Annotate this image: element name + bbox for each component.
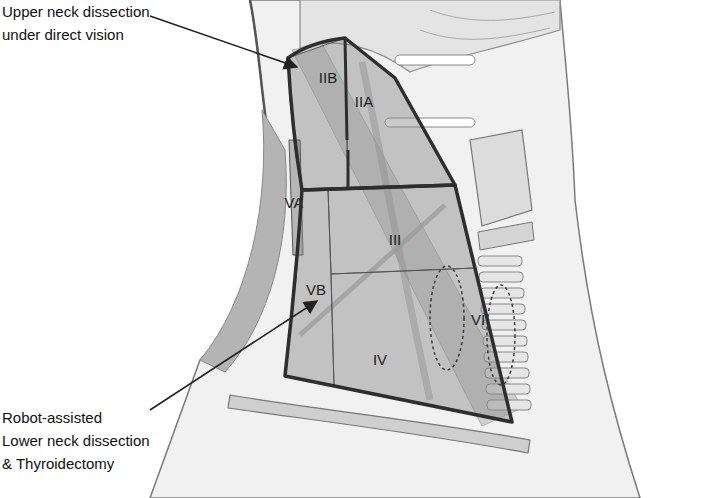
region-fill <box>328 185 475 274</box>
region-shape <box>345 38 455 188</box>
cricoid-cartilage <box>478 222 534 250</box>
callout-text: Robot-assisted Lower neck dissection & T… <box>2 406 158 475</box>
level-ii-split-line <box>345 38 348 188</box>
level-label: IIB <box>319 70 337 86</box>
tracheal-ring <box>480 288 524 298</box>
callout-arrow <box>150 16 297 67</box>
region-shape <box>331 268 512 422</box>
thyroid-cartilage <box>470 130 532 226</box>
callout-text: Upper neck dissection under direct visio… <box>2 0 158 46</box>
level-label: III <box>389 232 402 248</box>
upper-neck-outline <box>288 38 455 190</box>
neck-level-region: VB <box>285 190 334 386</box>
level-label: VI <box>471 312 485 328</box>
neck-skin <box>150 0 640 498</box>
dotted-ellipse <box>430 266 464 370</box>
level-label: IV <box>373 352 387 368</box>
level-label: VB <box>306 282 326 298</box>
region-fill <box>285 190 334 386</box>
neck-level-region: IV <box>331 268 512 422</box>
region-fill <box>331 268 512 422</box>
digastric-tendon <box>395 55 475 65</box>
floor-muscle-lines <box>420 10 555 39</box>
region-shape <box>328 185 475 274</box>
tracheal-ring <box>479 272 523 282</box>
lower-neck-outline <box>285 185 512 422</box>
neck-level-region: III <box>328 185 475 274</box>
tracheal-ring <box>481 304 525 314</box>
callout-arrow <box>150 301 317 410</box>
region-fill <box>345 38 455 188</box>
tracheal-ring <box>478 256 522 266</box>
trapezius-muscle <box>200 110 286 372</box>
neck-level-region: VI <box>428 262 520 390</box>
neck-level-region: IIA <box>345 38 455 188</box>
dotted-ellipse <box>487 285 515 385</box>
level-label: IIA <box>355 94 373 110</box>
